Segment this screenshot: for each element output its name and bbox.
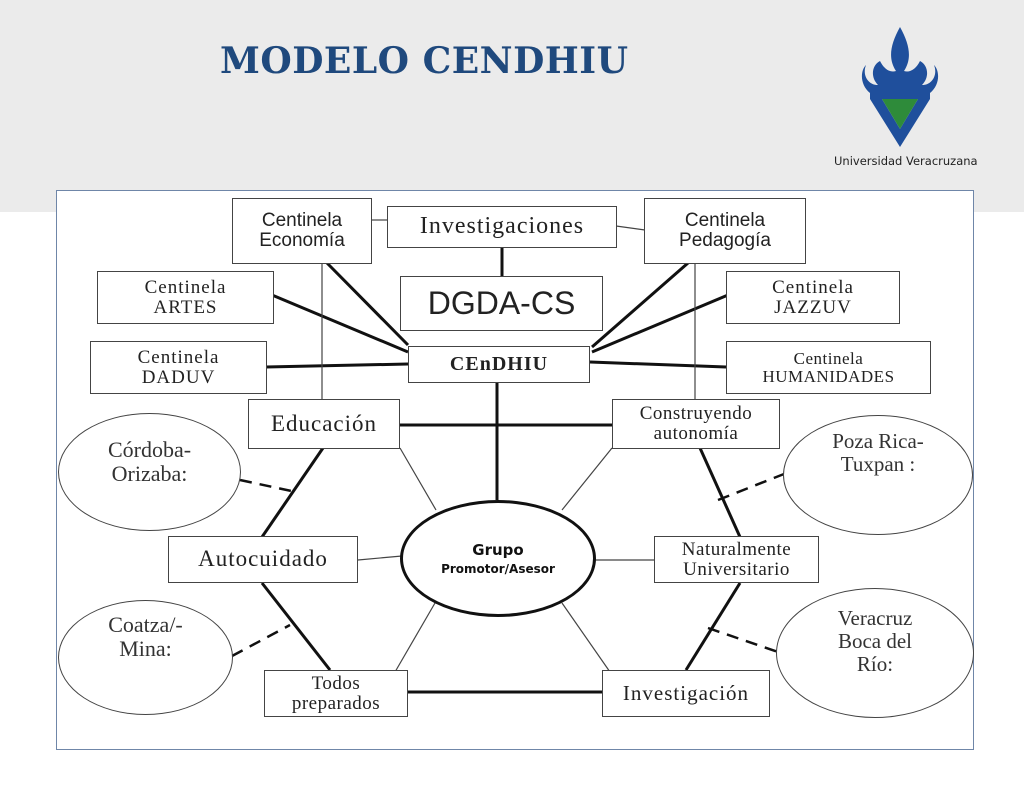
box-naturalmente-universitario: Naturalmente Universitario — [654, 536, 819, 583]
university-name: Universidad Veracruzana — [834, 154, 978, 168]
box-construyendo-autonomia: Construyendo autonomía — [612, 399, 780, 449]
box-investigaciones: Investigaciones — [387, 206, 617, 248]
region-poza-rica-tuxpan: Poza Rica- Tuxpan : — [783, 415, 973, 535]
header-band — [0, 0, 1024, 212]
box-centinela-jazzuv: Centinela JAZZUV — [726, 271, 900, 324]
box-centinela-daduv: Centinela DADUV — [90, 341, 267, 394]
box-todos-preparados: Todos preparados — [264, 670, 408, 717]
box-centinela-economia: Centinela Economía — [232, 198, 372, 264]
box-dgda-cs: DGDA-CS — [400, 276, 603, 331]
box-investigacion: Investigación — [602, 670, 770, 717]
box-centinela-pedagogia: Centinela Pedagogía — [644, 198, 806, 264]
university-logo — [861, 27, 939, 147]
region-coatza-mina: Coatza/- Mina: — [58, 600, 233, 715]
region-veracruz-boca-del-rio: Veracruz Boca del Río: — [776, 588, 974, 718]
box-centinela-humanidades: Centinela HUMANIDADES — [726, 341, 931, 394]
box-educacion: Educación — [248, 399, 400, 449]
center-label-promotor: Promotor/Asesor — [441, 562, 555, 576]
box-cendhiu: CEnDHIU — [408, 346, 590, 383]
box-autocuidado: Autocuidado — [168, 536, 358, 583]
page-title: MODELO CENDHIU — [220, 40, 629, 82]
box-centinela-artes: Centinela ARTES — [97, 271, 274, 324]
region-cordoba-orizaba: Córdoba- Orizaba: — [58, 413, 241, 531]
center-label-grupo: Grupo — [472, 541, 524, 559]
center-grupo-promotor: Grupo Promotor/Asesor — [400, 500, 596, 617]
